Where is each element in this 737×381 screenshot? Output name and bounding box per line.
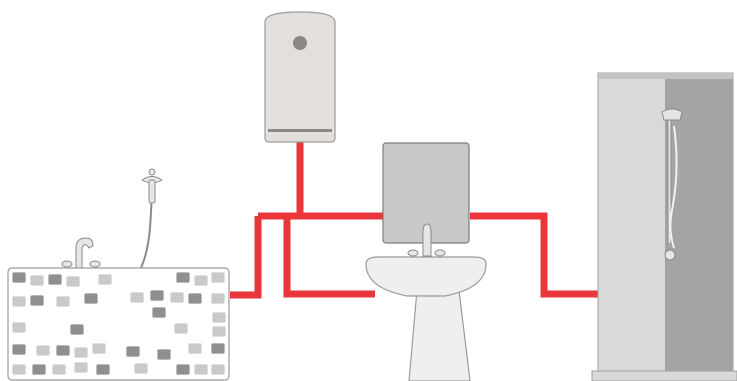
shower-hose bbox=[140, 189, 153, 269]
water-heater-body bbox=[264, 11, 336, 143]
washbasin-pedestal bbox=[408, 289, 471, 381]
tile bbox=[129, 291, 145, 304]
tile bbox=[175, 363, 191, 376]
tile bbox=[210, 271, 226, 284]
hand-shower-top bbox=[148, 168, 156, 176]
tile bbox=[91, 342, 107, 355]
tile bbox=[95, 363, 111, 376]
shower-head-icon bbox=[661, 108, 683, 121]
tile bbox=[175, 271, 191, 284]
tile bbox=[29, 294, 45, 307]
shower-cabin bbox=[591, 72, 737, 381]
hand-shower-handle bbox=[148, 179, 156, 204]
tile bbox=[83, 292, 99, 305]
thermostat-knob-icon bbox=[293, 36, 307, 50]
bathtub bbox=[7, 168, 230, 381]
washbasin bbox=[365, 223, 487, 381]
shower-hose-cabin bbox=[669, 125, 678, 249]
water-heater bbox=[264, 11, 336, 143]
hot-water-pipes bbox=[230, 140, 600, 299]
washbasin-bowl bbox=[365, 256, 487, 297]
tile bbox=[73, 346, 89, 359]
tile bbox=[55, 295, 71, 308]
bathtub-faucet-icon bbox=[75, 237, 94, 269]
tile bbox=[133, 362, 149, 375]
shower-base-tray bbox=[591, 370, 737, 381]
pipe-to-bathtub bbox=[230, 216, 262, 299]
tile bbox=[31, 363, 47, 376]
tile bbox=[35, 344, 51, 357]
pipe-to-shower bbox=[470, 212, 600, 298]
tile bbox=[173, 322, 189, 335]
shower-glass-panel bbox=[665, 79, 733, 371]
tile bbox=[47, 273, 63, 286]
faucet-icon bbox=[422, 223, 432, 257]
tile bbox=[210, 363, 226, 376]
tile bbox=[69, 323, 85, 336]
bathtub-tap-left-icon bbox=[61, 260, 73, 268]
tap-left-icon bbox=[407, 249, 419, 257]
tile bbox=[187, 292, 203, 305]
tile bbox=[211, 311, 227, 324]
water-heater-band bbox=[268, 129, 332, 132]
tile bbox=[210, 342, 226, 355]
tile bbox=[125, 345, 141, 358]
bathtub-tap-right-icon bbox=[89, 260, 101, 268]
tile bbox=[156, 348, 172, 361]
tile bbox=[73, 361, 89, 374]
pipe-to-washbasin bbox=[283, 216, 375, 298]
tile bbox=[211, 325, 227, 338]
tap-right-icon bbox=[434, 249, 446, 257]
tile bbox=[193, 274, 209, 287]
shower-top-bar bbox=[598, 73, 733, 79]
tile bbox=[51, 363, 67, 376]
tile bbox=[210, 292, 226, 305]
tile bbox=[11, 321, 27, 334]
tile bbox=[11, 363, 27, 376]
tile bbox=[29, 274, 45, 287]
tile bbox=[11, 271, 27, 284]
tile bbox=[65, 275, 81, 288]
bathtub-tiles bbox=[11, 271, 227, 376]
tile bbox=[149, 289, 165, 302]
tile bbox=[151, 306, 167, 319]
tile bbox=[55, 344, 71, 357]
tile bbox=[11, 343, 27, 356]
tile bbox=[97, 273, 113, 286]
tile bbox=[169, 291, 185, 304]
tile bbox=[11, 295, 27, 308]
shower-valve-icon bbox=[664, 249, 676, 261]
tile bbox=[187, 342, 203, 355]
tile bbox=[193, 363, 209, 376]
